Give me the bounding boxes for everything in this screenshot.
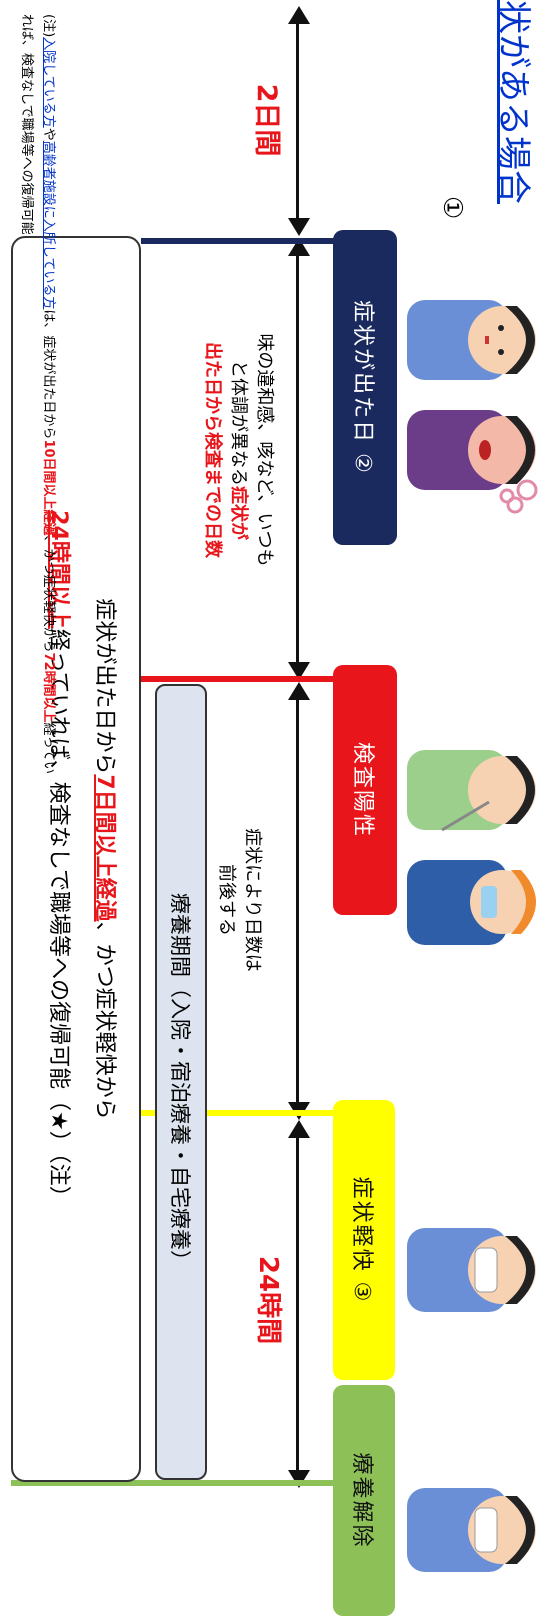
milestone-test-positive: 検査陽性 <box>333 665 397 915</box>
footnote-emph-10days: 10日間以上経過 <box>41 439 56 536</box>
interval-symptom-to-test: 味の違和感、咳など、いつも と体調が異なる症状が 出た日から検査までの日数 <box>199 250 277 650</box>
timeline-connector-navy <box>141 238 341 244</box>
section-title: 状がある場合 <box>493 0 533 204</box>
footnote-post: 経ってい <box>41 722 56 774</box>
medical-worker-icon <box>407 860 536 945</box>
condition-line1-post: 、かつ症状軽快から <box>92 921 117 1120</box>
timeline-connector-red <box>131 676 341 682</box>
sneeze-cloud-icon <box>499 479 538 514</box>
condition-line1-pre: 症状が出た日から <box>92 598 117 775</box>
sick-people-illustration <box>407 300 538 514</box>
swab-test-person-icon <box>407 750 536 832</box>
interval-test-to-improve-line2: 前後する <box>216 864 237 936</box>
fever-person-icon <box>407 410 536 490</box>
footnote-mid: や <box>41 127 56 141</box>
recovered-person-icon <box>407 1488 536 1572</box>
interval-arrow-3-left-head <box>288 682 310 700</box>
footnote: (注)入院している方や高齢者施設に入所している方は、症状が出た日から10日間以上… <box>15 14 59 1604</box>
footnote-link-hospitalized[interactable]: 入院している方 <box>41 37 56 128</box>
milestone-symptom-onset: 症状が出た日 ② <box>333 230 397 545</box>
milestone-symptom-improve: 症状軽快 ③ <box>333 1100 395 1380</box>
interval-arrow-1-line <box>296 14 299 224</box>
footnote-mid2: は、症状が出た日から <box>41 309 56 440</box>
interval-symptom-to-test-line3: 出た日から検査までの日数 <box>202 342 223 558</box>
interval-arrow-4-left-head <box>288 1120 310 1138</box>
interval-arrow-1-right-head <box>288 218 310 236</box>
interval-improve-to-end: 24時間 <box>253 1255 283 1345</box>
interval-symptom-to-test-line2: と体調が異なる症状が <box>225 250 251 650</box>
circled-number-one: ① <box>437 196 467 220</box>
footnote-prefix: (注) <box>41 14 56 38</box>
interval-symptom-to-test-line2-emph: 症状が <box>228 486 249 540</box>
interval-before-symptom: 2日間 <box>251 83 282 157</box>
footnote-emph-72h: 72時間以上 <box>41 652 56 723</box>
recovered-person-illustration <box>407 1488 536 1572</box>
sick-person-icon <box>407 300 536 380</box>
condition-line1: 症状が出た日から7日間以上経過、かつ症状軽快から <box>91 238 123 1480</box>
interval-symptom-to-test-line2-pre: と体調が異なる <box>228 360 249 486</box>
interval-arrow-2-line <box>296 244 299 670</box>
footnote-link-elderly-facility[interactable]: 高齢者施設に入所している方 <box>41 140 56 310</box>
interval-arrow-3-line <box>296 688 299 1110</box>
milestone-release: 療養解除 <box>333 1385 395 1616</box>
condition-line1-emph: 7日間以上経過 <box>92 774 117 922</box>
test-people-illustration <box>407 750 536 945</box>
masked-person-illustration <box>407 1228 536 1312</box>
footnote-line1: (注)入院している方や高齢者施設に入所している方は、症状が出た日から10日間以上… <box>37 14 59 1604</box>
footnote-mid3: 、かつ症状軽快から <box>41 535 56 653</box>
masked-person-icon <box>407 1228 536 1312</box>
interval-arrow-1-left-head <box>288 6 310 24</box>
footnote-line2: れば、検査なしで職場等への復帰可能 <box>19 14 34 235</box>
interval-arrow-4-line <box>296 1126 299 1478</box>
interval-test-to-improve: 症状により日数は 前後する <box>213 740 265 1060</box>
treatment-period-box: 療養期間（入院・宿泊療養・自宅療養） <box>155 684 207 1480</box>
interval-symptom-to-test-line1: 味の違和感、咳など、いつも <box>254 333 275 567</box>
interval-test-to-improve-line1: 症状により日数は <box>242 828 263 972</box>
